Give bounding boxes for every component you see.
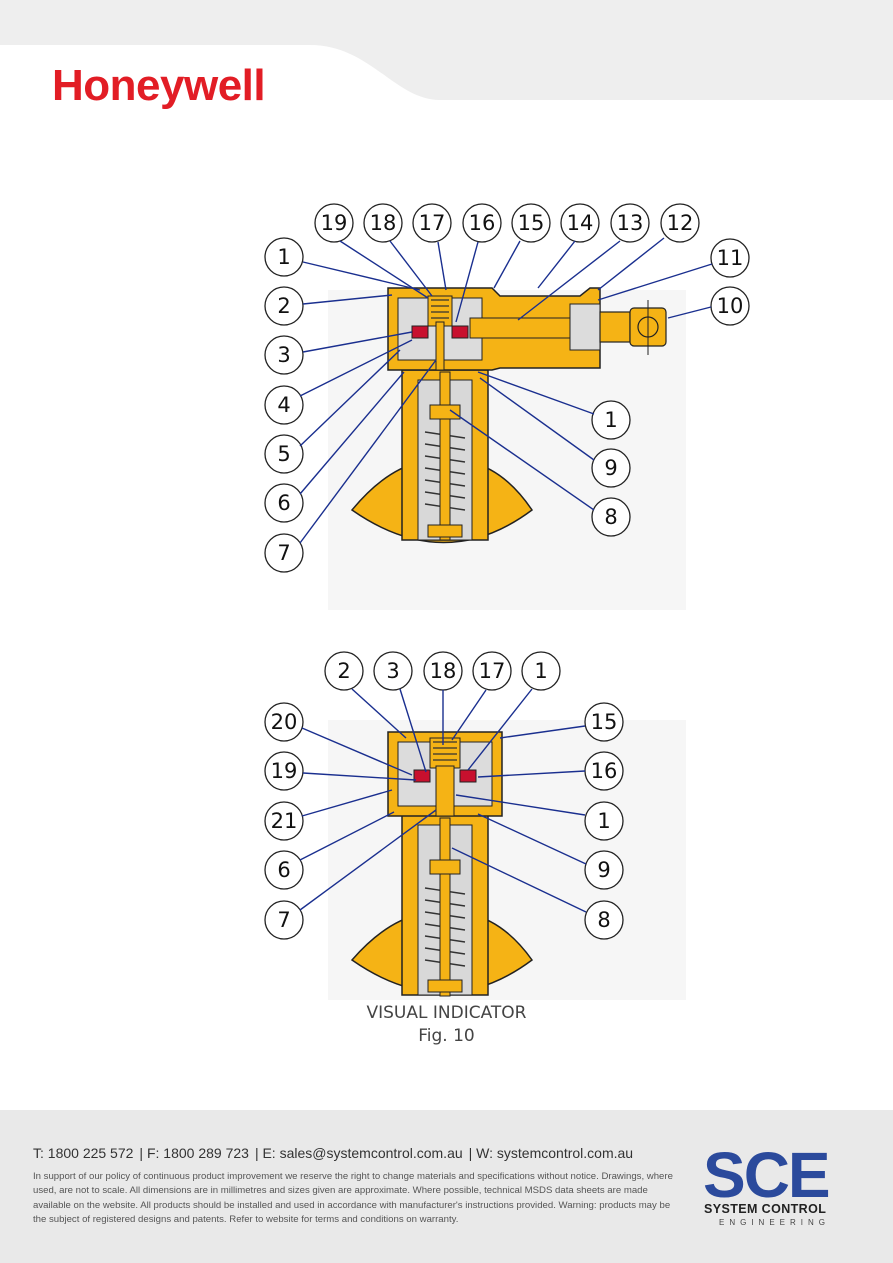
- callout-label: 3: [277, 343, 290, 367]
- phone: T: 1800 225 572: [33, 1145, 134, 1161]
- callout-label: 20: [271, 710, 298, 734]
- callout-label: 19: [271, 759, 298, 783]
- callout-label: 9: [597, 858, 610, 882]
- callout-label: 1: [534, 659, 547, 683]
- callout-label: 1: [604, 408, 617, 432]
- top-assembly: [350, 287, 667, 544]
- callout-label: 6: [277, 858, 290, 882]
- callout-label: 2: [277, 294, 290, 318]
- top-leader-lines: [299, 237, 713, 544]
- callout-label: 18: [370, 211, 397, 235]
- bottom-leader-lines: [299, 688, 587, 913]
- callout-label: 7: [277, 541, 290, 565]
- callout-label: 19: [321, 211, 348, 235]
- callout-label: 16: [591, 759, 618, 783]
- honeywell-logo: Honeywell: [52, 61, 266, 110]
- callout-label: 11: [717, 246, 744, 270]
- callout-label: 8: [604, 505, 617, 529]
- company-tagline: ENGINEERING: [719, 1218, 830, 1227]
- callout-label: 4: [277, 393, 290, 417]
- callout-label: 17: [419, 211, 446, 235]
- contact-line: T: 1800 225 572| F: 1800 289 723| E: sal…: [33, 1145, 634, 1161]
- callout-label: 14: [567, 211, 594, 235]
- callout-label: 1: [277, 245, 290, 269]
- callout-label: 6: [277, 491, 290, 515]
- callout-label: 3: [386, 659, 399, 683]
- bottom-callouts: 2 3 18 17 1 20 15 19 16 21 1 6 9 7 8: [264, 651, 624, 940]
- callout-label: 16: [469, 211, 496, 235]
- email-link[interactable]: E: sales@systemcontrol.com.au: [262, 1145, 463, 1161]
- company-name: SYSTEM CONTROL: [704, 1202, 826, 1216]
- bottom-assembly: [350, 731, 534, 997]
- callout-label: 17: [479, 659, 506, 683]
- website-link[interactable]: W: systemcontrol.com.au: [476, 1145, 634, 1161]
- figure-number: Fig. 10: [418, 1026, 475, 1046]
- callout-label: 18: [430, 659, 457, 683]
- callout-label: 2: [337, 659, 350, 683]
- disclaimer-text: In support of our policy of continuous p…: [33, 1171, 673, 1226]
- callout-label: 7: [277, 908, 290, 932]
- callout-label: 15: [518, 211, 545, 235]
- fax: F: 1800 289 723: [146, 1145, 249, 1161]
- callout-label: 5: [277, 442, 290, 466]
- header-swoosh: [0, 0, 893, 100]
- callout-label: 8: [597, 908, 610, 932]
- top-callouts: 19 18 17 16 15 14 13 12 11 10 1 9 8 1 2 …: [264, 203, 750, 573]
- callout-label: 12: [667, 211, 694, 235]
- callout-label: 1: [597, 809, 610, 833]
- callout-label: 13: [617, 211, 644, 235]
- callout-label: 10: [717, 294, 744, 318]
- sce-logo: SCE SYSTEM CONTROL ENGINEERING: [703, 1143, 831, 1227]
- callout-label: 9: [604, 456, 617, 480]
- figure-title: VISUAL INDICATOR: [366, 1003, 527, 1023]
- sce-logo-letters: SCE: [703, 1143, 829, 1211]
- footer: T: 1800 225 572| F: 1800 289 723| E: sal…: [0, 1110, 893, 1263]
- callout-label: 15: [591, 710, 618, 734]
- callout-label: 21: [271, 809, 298, 833]
